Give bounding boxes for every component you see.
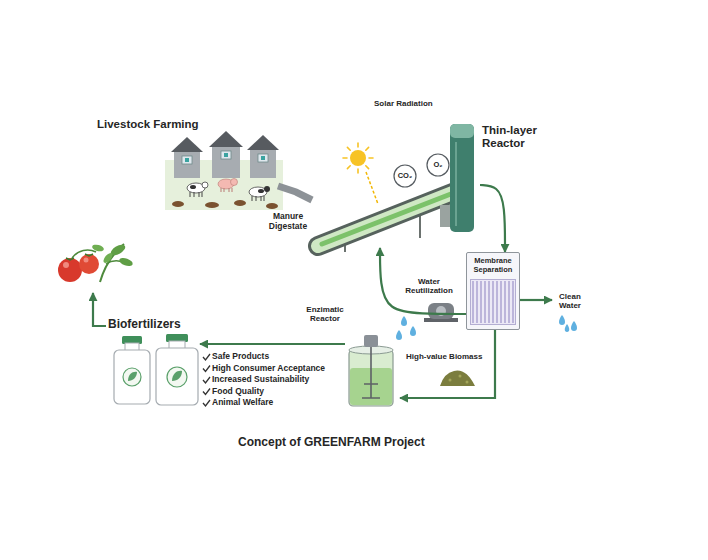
membrane-fiber bbox=[484, 281, 485, 323]
flow-arrow bbox=[400, 330, 495, 398]
check-marks bbox=[203, 354, 210, 406]
benefit-item: Increased Sustainability bbox=[212, 375, 309, 385]
tomato-plant bbox=[58, 243, 134, 282]
edge-label: Manure Digestate bbox=[262, 212, 314, 232]
membrane-fiber bbox=[480, 281, 481, 323]
flow-arrow bbox=[480, 185, 505, 252]
node-label: CO₂ bbox=[398, 172, 413, 181]
node-label: Thin-layer Reactor bbox=[482, 124, 546, 150]
livestock-farm bbox=[165, 131, 283, 210]
pump-symbol bbox=[424, 303, 458, 322]
fertilizer-bottles bbox=[114, 334, 198, 405]
flow-arrow bbox=[380, 248, 466, 314]
caption-text: Concept of GREENFARM Project bbox=[238, 436, 425, 450]
membrane-fiber bbox=[476, 281, 477, 323]
sun-symbol bbox=[343, 143, 378, 204]
thin-layer-reactor bbox=[318, 124, 474, 252]
node-label: Clean Water bbox=[552, 292, 588, 310]
node-label: Biofertilizers bbox=[108, 318, 181, 332]
benefit-item: High Consumer Acceptance bbox=[212, 364, 325, 374]
edge-label: High-value Biomass bbox=[405, 352, 483, 361]
membrane-fiber bbox=[500, 281, 501, 323]
biomass-pile bbox=[440, 371, 475, 386]
membrane-fiber bbox=[496, 281, 497, 323]
benefit-item: Animal Welfare bbox=[212, 398, 273, 408]
membrane-fiber bbox=[508, 281, 509, 323]
gas-circle: CO₂ bbox=[393, 164, 417, 188]
membrane-frame bbox=[471, 280, 516, 325]
membrane-fiber bbox=[492, 281, 493, 323]
reactor-group: Thin-layer ReactorCO₂O₂ bbox=[312, 118, 480, 248]
node-label: O₂ bbox=[433, 161, 442, 170]
benefit-item: Food Quality bbox=[212, 387, 264, 397]
edge-label: Water Reutilization bbox=[398, 277, 460, 295]
gas-circle-shape bbox=[427, 154, 449, 176]
node-label: Livestock Farming bbox=[97, 118, 199, 131]
farm-group: Livestock Farming bbox=[95, 118, 278, 212]
flow-arrow bbox=[520, 299, 552, 301]
node-label: Enzimatic Reactor bbox=[299, 305, 351, 323]
gas-circle: O₂ bbox=[426, 153, 450, 177]
gas-circle-shape bbox=[394, 165, 416, 187]
benefit-item: Safe Products bbox=[212, 352, 269, 362]
membrane-fiber bbox=[504, 281, 505, 323]
membrane-fiber bbox=[488, 281, 489, 323]
manure-pipe bbox=[278, 186, 312, 200]
annotation: Solar Radiation bbox=[374, 99, 433, 108]
membrane-fibers bbox=[470, 279, 516, 325]
enzymatic-tank bbox=[349, 335, 393, 406]
membrane-box: Membrane Separation bbox=[466, 252, 520, 330]
node-label: Membrane Separation bbox=[470, 257, 516, 274]
membrane-fiber bbox=[512, 281, 513, 323]
product-arrow bbox=[93, 293, 106, 326]
biofertilizer-group: Biofertilizers bbox=[108, 318, 200, 408]
membrane-fiber bbox=[472, 281, 473, 323]
flow-arrow bbox=[200, 343, 345, 345]
clean-water-group: Clean Water bbox=[552, 290, 588, 334]
tank-group: Enzimatic Reactor bbox=[345, 332, 400, 410]
